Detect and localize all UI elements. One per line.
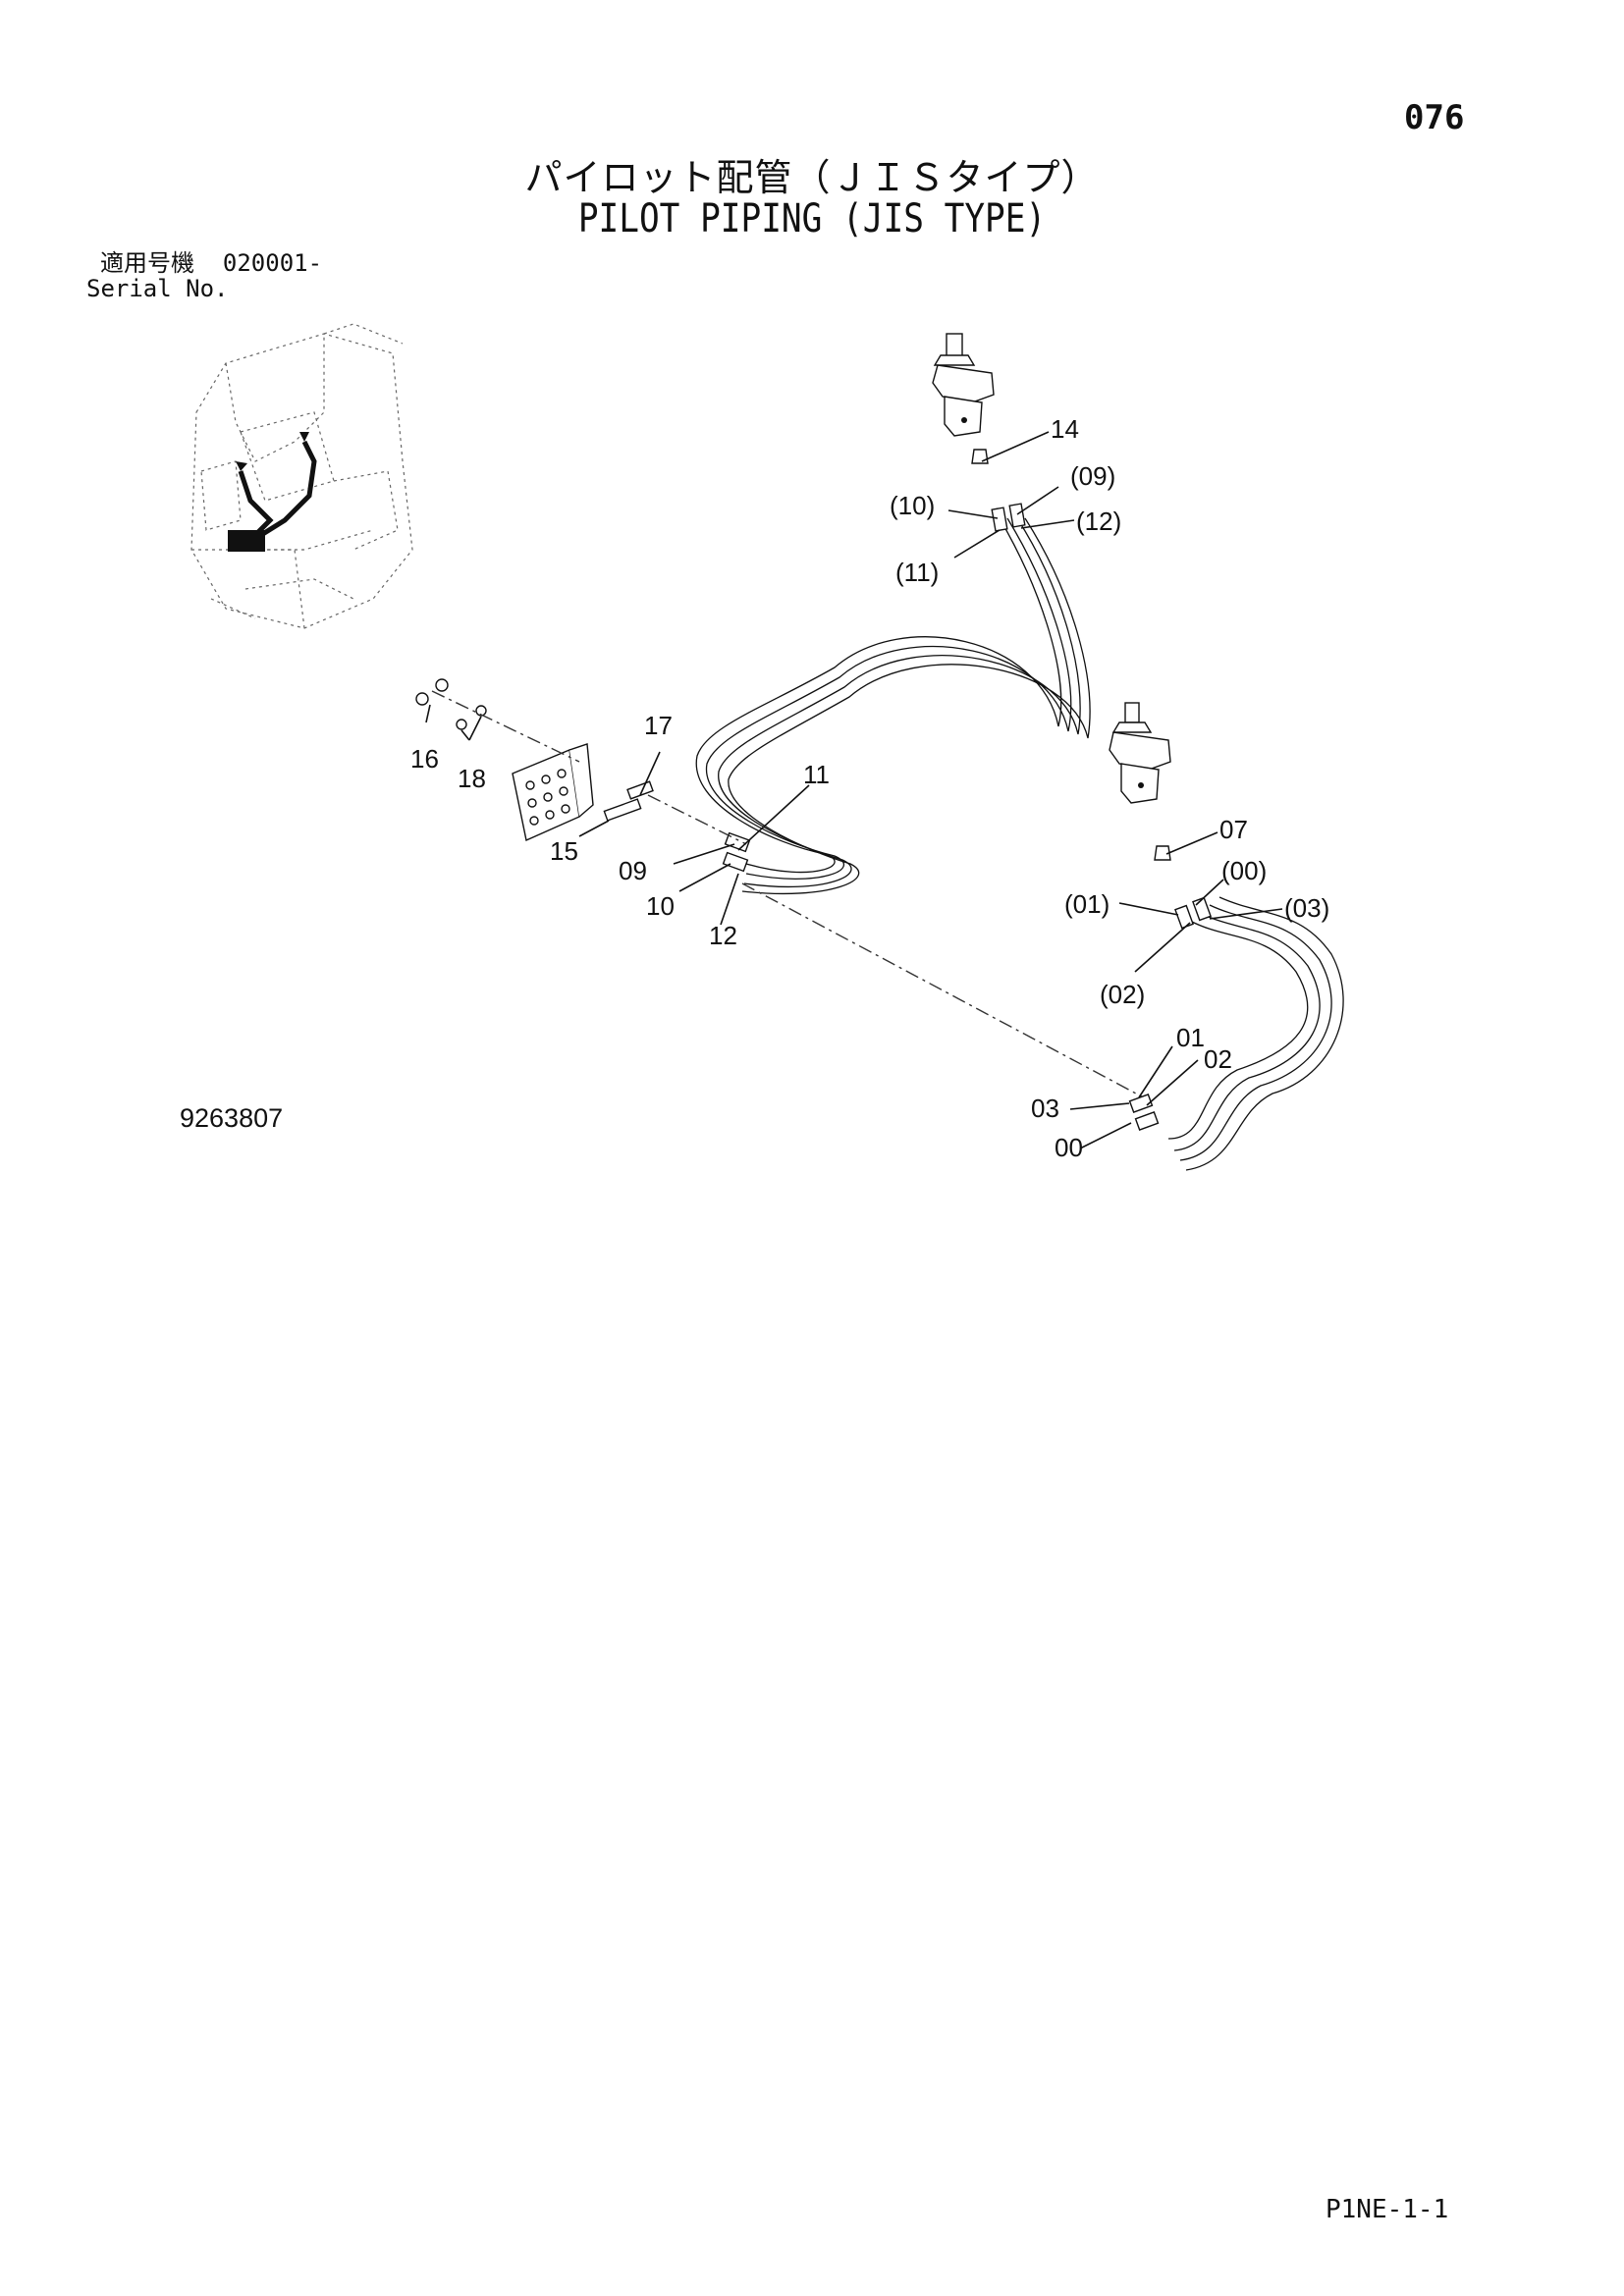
callout-02-paren: (02) xyxy=(1100,980,1145,1009)
callout-02: 02 xyxy=(1204,1044,1232,1074)
callout-07: 07 xyxy=(1219,815,1248,844)
callout-11: 11 xyxy=(803,760,830,789)
drawing-number: 9263807 xyxy=(180,1103,284,1133)
center-line-main xyxy=(431,690,1152,1102)
callout-14: 14 xyxy=(1051,414,1079,444)
lower-fittings xyxy=(1128,896,1212,1131)
callout-15: 15 xyxy=(550,836,578,866)
callout-09-paren: (09) xyxy=(1070,461,1115,491)
callouts: 14 (10) (09) (12) (11) 17 16 18 15 11 09… xyxy=(410,414,1329,1162)
callout-03-paren: (03) xyxy=(1284,893,1329,923)
callout-10: 10 xyxy=(646,891,675,921)
callout-03: 03 xyxy=(1031,1094,1059,1123)
serial-value: 020001- xyxy=(222,249,323,277)
sheet-code: P1NE-1-1 xyxy=(1326,2195,1449,2224)
leader-lines xyxy=(425,431,1283,1149)
callout-11-paren: (11) xyxy=(895,558,939,587)
callout-01-paren: (01) xyxy=(1064,889,1110,919)
callout-12-paren: (12) xyxy=(1076,507,1121,536)
callout-17: 17 xyxy=(644,711,673,740)
bracket-assembly xyxy=(415,678,654,841)
cab-overview-sketch xyxy=(190,323,413,629)
callout-00: 00 xyxy=(1055,1133,1083,1162)
callout-12: 12 xyxy=(709,921,737,950)
serial-label-en: Serial No. xyxy=(86,275,229,302)
upper-hose-bundle xyxy=(695,517,1091,895)
callout-10-paren: (10) xyxy=(890,491,935,520)
page-number: 076 xyxy=(1404,98,1465,137)
callout-16: 16 xyxy=(410,744,439,774)
callout-01: 01 xyxy=(1176,1023,1205,1052)
callout-18: 18 xyxy=(458,764,486,793)
lower-hose-bundle xyxy=(1167,896,1344,1171)
lower-pilot-valve xyxy=(1109,702,1171,861)
serial-block: 適用号機 020001- Serial No. xyxy=(86,250,322,301)
callout-00-paren: (00) xyxy=(1221,856,1267,885)
serial-label-ja: 適用号機 xyxy=(100,249,194,277)
upper-pilot-valve xyxy=(932,333,995,464)
callout-09: 09 xyxy=(619,856,647,885)
title-english: PILOT PIPING (JIS TYPE) xyxy=(577,196,1047,241)
serial-row-ja: 適用号機 020001- xyxy=(86,250,322,276)
upper-fittings xyxy=(722,503,1026,873)
title-japanese: パイロット配管（ＪＩＳタイプ） xyxy=(524,156,1100,199)
